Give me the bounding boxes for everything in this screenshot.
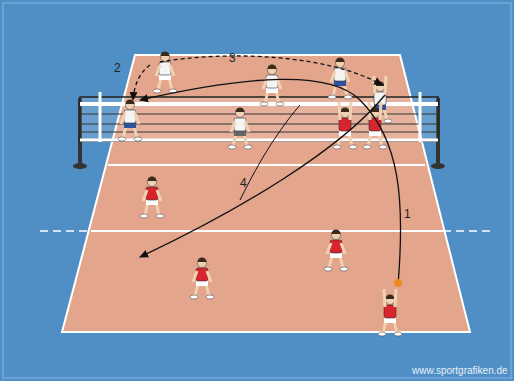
- player-part: [332, 230, 341, 235]
- player-part: [341, 108, 350, 113]
- player-part: [234, 118, 246, 131]
- player-part: [332, 231, 341, 240]
- player-part: [384, 289, 385, 307]
- player-part: [156, 214, 164, 218]
- player-part: [118, 137, 126, 141]
- player-part: [260, 102, 268, 106]
- player-part: [380, 102, 381, 120]
- player-part: [385, 76, 386, 94]
- player-part: [148, 177, 157, 182]
- player-part: [345, 71, 349, 82]
- player-part: [341, 109, 350, 118]
- player-part: [198, 259, 207, 268]
- player-part: [161, 52, 170, 57]
- player-part: [349, 145, 357, 149]
- player-part: [206, 295, 214, 299]
- player-part: [146, 187, 158, 200]
- player-part: [268, 65, 277, 70]
- player-part: [153, 89, 161, 93]
- player-figure: [328, 58, 352, 100]
- player-part: [190, 295, 198, 299]
- player-part: [228, 145, 236, 149]
- player-part: [384, 119, 392, 123]
- player-part: [159, 62, 171, 75]
- callout-number: 1: [404, 208, 411, 220]
- player-part: [244, 145, 252, 149]
- player-figure: [368, 76, 392, 123]
- player-part: [276, 102, 284, 106]
- player-part: [331, 71, 335, 82]
- player-figure: [363, 102, 387, 149]
- player-part: [339, 102, 340, 120]
- player-figure: [190, 258, 214, 300]
- player-part: [394, 332, 402, 336]
- player-part: [363, 145, 371, 149]
- player-part: [378, 332, 386, 336]
- player-part: [350, 102, 351, 120]
- player-part: [268, 66, 277, 75]
- callout-number: 2: [114, 62, 121, 74]
- player-part: [386, 296, 395, 305]
- player-part: [374, 76, 375, 94]
- player-part: [245, 121, 249, 132]
- player-part: [336, 59, 345, 68]
- player-figure: [260, 65, 284, 107]
- player-part: [327, 243, 331, 254]
- player-figure: [228, 108, 252, 150]
- player-part: [236, 108, 245, 113]
- player-part: [324, 267, 332, 271]
- player-part: [330, 240, 342, 253]
- player-part: [134, 137, 142, 141]
- player-part: [121, 113, 125, 124]
- player-part: [170, 65, 174, 76]
- player-part: [126, 100, 135, 105]
- callout-number: 4: [240, 177, 247, 189]
- watermark: www.sportgrafiken.de: [412, 366, 508, 376]
- player-part: [140, 214, 148, 218]
- player-part: [231, 121, 235, 132]
- player-part: [196, 268, 208, 281]
- player-part: [266, 75, 278, 88]
- player-part: [126, 101, 135, 110]
- player-part: [157, 190, 161, 201]
- player-part: [143, 190, 147, 201]
- player-part: [340, 267, 348, 271]
- player-figure: [118, 100, 142, 142]
- player-part: [328, 95, 336, 99]
- player-part: [333, 145, 341, 149]
- player-figure: [153, 52, 177, 94]
- player-figure: [378, 289, 402, 336]
- player-part: [207, 271, 211, 282]
- player-part: [148, 178, 157, 187]
- player-figure: [140, 177, 164, 219]
- player-part: [124, 110, 136, 123]
- player-part: [336, 58, 345, 63]
- player-part: [198, 258, 207, 263]
- player-part: [344, 95, 352, 99]
- player-part: [193, 271, 197, 282]
- player-part: [341, 243, 345, 254]
- player-part: [135, 113, 139, 124]
- player-part: [379, 145, 387, 149]
- callout-number: 3: [229, 52, 236, 64]
- player-part: [386, 295, 395, 300]
- player-figure: [324, 230, 348, 272]
- player-part: [236, 109, 245, 118]
- player-part: [395, 289, 396, 307]
- player-part: [156, 65, 160, 76]
